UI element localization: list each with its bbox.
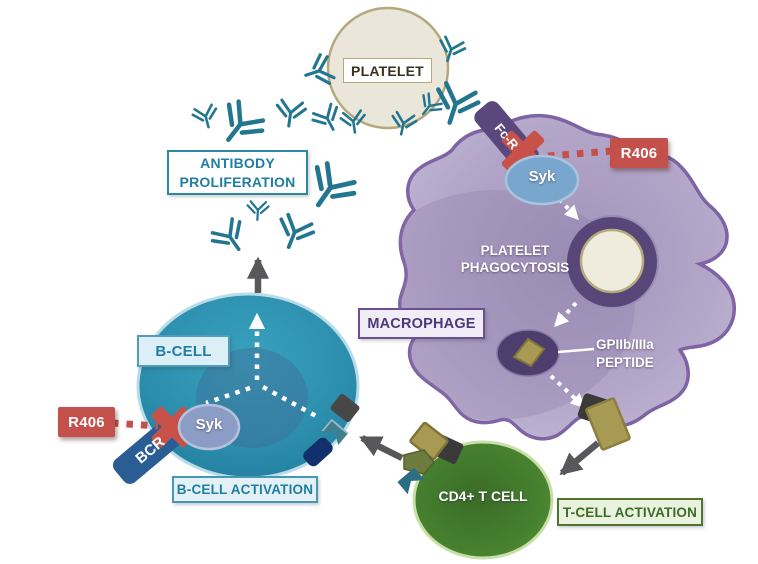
t-cell (412, 440, 554, 560)
cd4-t-cell-label: CD4+ T CELL (438, 488, 528, 504)
antibody-icon (245, 200, 270, 222)
peptide-icon (585, 397, 631, 451)
peptide-icon (512, 337, 546, 368)
phagosome (565, 215, 659, 309)
mhc-icon (330, 393, 360, 423)
antibody-proliferation-label: ANTIBODY PROLIFERATION (167, 150, 308, 195)
gpiib-iiia-peptide-label: GPIIb/IIIa PEPTIDE (596, 337, 654, 370)
inhibitor-dashed-line (547, 147, 613, 160)
antibody-icon (207, 214, 255, 261)
syk-macrophage-shape (504, 154, 580, 206)
antibody-icon (300, 160, 359, 218)
t-cell-surface-receptors (397, 421, 464, 495)
b-cell-activation-label: B-CELL ACTIVATION (172, 476, 318, 503)
macrophage-label: MACROPHAGE (358, 308, 485, 339)
arrow-icon (246, 256, 601, 476)
syk-bcell-label: Syk (195, 416, 223, 433)
platelet-label: PLATELET (343, 58, 432, 83)
tcr-icon (322, 421, 348, 445)
antibody-icon (270, 211, 318, 256)
antibody-icon (273, 98, 308, 130)
t-cell-activation-label: T-CELL ACTIVATION (557, 498, 703, 526)
cd-receptor-icon (303, 437, 333, 467)
syk-bcell-shape (177, 403, 241, 451)
r406-bcell-label: R406 (58, 407, 115, 437)
tcr-icon (397, 467, 425, 495)
r406-macrophage-label: R406 (610, 138, 668, 168)
syk-macrophage-label: Syk (528, 168, 556, 185)
mhc-peptide-presentation (577, 393, 631, 451)
tcr-icon (403, 449, 435, 475)
antibody-icon (212, 98, 268, 153)
b-cell-label: B-CELL (137, 335, 230, 367)
b-cell-surface-receptors (303, 393, 360, 467)
antibody-icon (190, 102, 222, 132)
peptide-vesicle (496, 329, 595, 377)
macrophage-cell (397, 113, 737, 441)
dashed-arrow-icon (549, 197, 586, 408)
platelet-phagocytosis-label: PLATELET PHAGOCYTOSIS (460, 243, 570, 275)
